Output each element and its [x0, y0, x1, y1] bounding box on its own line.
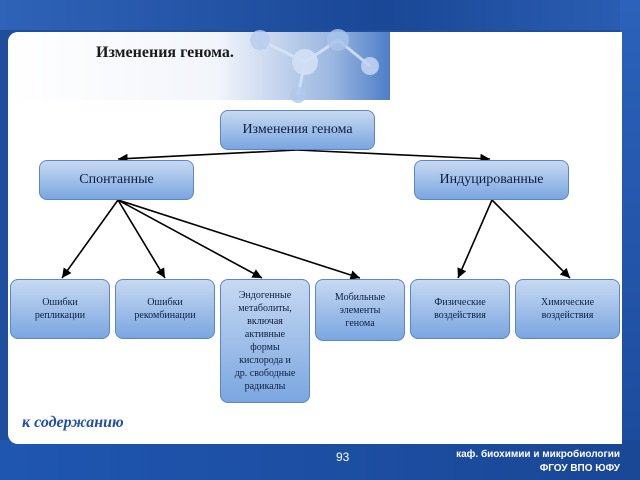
connector-ind-l6 — [491, 199, 571, 279]
leaf-physical-factors: Физические воздействия — [410, 279, 510, 339]
leaf-line: кислорода и — [239, 355, 291, 366]
leaf-line: Ошибки — [42, 297, 78, 308]
leaf-line: радикалы — [244, 381, 286, 392]
footer-organization: каф. биохимии и микробиологии ФГОУ ВПО Ю… — [380, 448, 620, 476]
leaf-replication-errors: Ошибки репликации — [10, 279, 110, 339]
leaf-line: репликации — [34, 310, 86, 321]
leaf-line: формы — [250, 342, 280, 353]
frame-right-bar — [620, 0, 640, 480]
frame-bottom-bar — [0, 440, 640, 480]
title-band — [8, 32, 390, 100]
connector-root-ind — [296, 149, 491, 164]
leaf-line: элементы — [339, 304, 381, 316]
contents-link[interactable]: к содержанию — [22, 414, 124, 431]
leaf-line: воздействия — [541, 310, 594, 321]
leaf-line: метаболиты, — [238, 303, 292, 314]
footer-line: каф. биохимии и микробиологии — [456, 449, 620, 460]
leaf-line: Мобильные — [334, 291, 386, 303]
node-spontaneous: Спонтанные — [39, 160, 194, 200]
page-number: 93 — [336, 450, 350, 464]
node-spontaneous-label: Спонтанные — [79, 172, 154, 187]
footer-line: ФГОУ ВПО ЮФУ — [539, 463, 620, 474]
leaf-line: воздействия — [434, 310, 486, 321]
leaf-chemical-factors: Химические воздействия — [515, 279, 620, 339]
leaf-line: Физические — [434, 297, 486, 308]
leaf-line: Химические — [540, 297, 595, 308]
leaf-line: активные — [244, 329, 286, 340]
leaf-line: др. свободные — [234, 368, 296, 379]
leaf-line: включая — [247, 316, 283, 327]
leaf-recombination-errors: Ошибки рекомбинации — [115, 279, 215, 339]
leaf-line: Эндогенные — [238, 290, 292, 301]
connector-spont-l4 — [117, 199, 361, 280]
slide-content-area — [8, 32, 622, 444]
molecule-decoration-icon — [250, 29, 379, 103]
node-induced-label: Индуцированные — [439, 172, 544, 187]
node-induced: Индуцированные — [414, 160, 569, 200]
leaf-line: рекомбинации — [134, 310, 196, 321]
leaf-line: Ошибки — [147, 297, 183, 308]
connector-spont-l2 — [117, 199, 166, 279]
node-root: Изменения генома — [220, 110, 375, 150]
leaf-mobile-elements: Мобильные элементы генома — [315, 279, 405, 341]
connector-spont-l3 — [117, 199, 263, 279]
page-title: Изменения генома. — [96, 44, 234, 61]
connector-root-spont — [117, 149, 298, 164]
leaf-line: генома — [345, 317, 375, 329]
connector-spont-l1 — [61, 199, 119, 279]
node-root-label: Изменения генома — [242, 122, 353, 137]
connector-ind-l5 — [457, 199, 493, 279]
frame-top-bar — [0, 0, 640, 30]
leaf-endogenous-metabolites: Эндогенные метаболиты, включая активные … — [220, 279, 310, 403]
